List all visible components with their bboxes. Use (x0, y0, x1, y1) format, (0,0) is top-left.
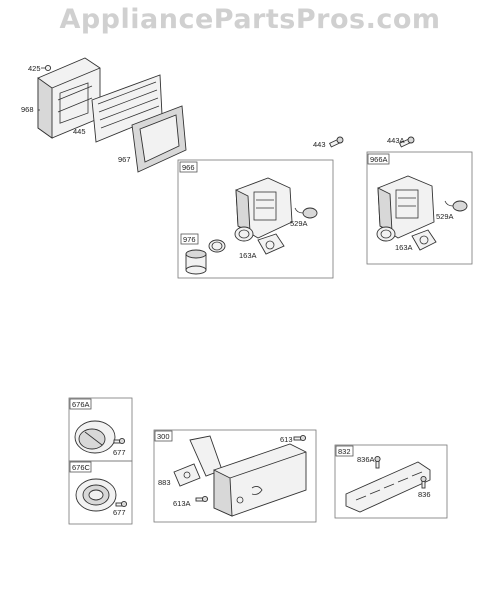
adapter-976-part[interactable] (185, 249, 207, 275)
assembly-966A-box (366, 151, 473, 265)
assembly-966-box (177, 159, 334, 279)
air-cleaner-cover-966A-part[interactable] (376, 175, 435, 242)
label-836A: 836A (357, 455, 375, 464)
air-filter-part[interactable] (91, 74, 163, 143)
tag-300: 300 (157, 432, 170, 441)
label-163A-1: 163A (239, 251, 257, 260)
pre-cleaner-part[interactable] (131, 105, 187, 173)
clamp-976-part[interactable] (208, 239, 226, 253)
label-967: 967 (118, 155, 131, 164)
label-529A-2: 529A (436, 212, 454, 221)
gasket-163A-b-part[interactable] (411, 229, 437, 251)
assembly-832-box (334, 444, 448, 519)
tag-966A: 966A (370, 155, 388, 164)
label-163A-2: 163A (395, 243, 413, 252)
gasket-883-part[interactable] (173, 463, 201, 487)
label-677-1: 677 (113, 448, 126, 457)
screw-836A-part[interactable] (374, 455, 381, 469)
label-445: 445 (73, 127, 86, 136)
tag-966: 966 (182, 163, 195, 172)
label-613A: 613A (173, 499, 191, 508)
screw-425-part[interactable] (41, 64, 52, 72)
assembly-300-box (153, 429, 317, 523)
air-cleaner-cover-966-part[interactable] (234, 177, 293, 242)
breather-tube-529A-part[interactable] (294, 207, 318, 219)
muffler-guard-832-part[interactable] (345, 461, 431, 513)
cover-676C-part[interactable] (75, 478, 117, 512)
breather-tube-529A-b-part[interactable] (444, 200, 468, 212)
assembly-676C-box (68, 460, 133, 525)
label-613: 613 (280, 435, 293, 444)
watermark-text: AppliancePartsPros.com (59, 4, 441, 35)
label-443: 443 (313, 140, 326, 149)
screw-443A-part[interactable] (399, 136, 415, 148)
screw-836-part[interactable] (420, 475, 427, 489)
tag-676A: 676A (72, 400, 90, 409)
tag-832: 832 (338, 447, 351, 456)
screw-443-part[interactable] (329, 136, 344, 148)
label-968: 968 (21, 105, 34, 114)
muffler-300-part[interactable] (189, 435, 307, 517)
label-529A-1: 529A (290, 219, 308, 228)
screw-613-part[interactable] (293, 434, 307, 442)
screw-677-b-part[interactable] (115, 500, 128, 508)
tag-676C: 676C (72, 463, 91, 472)
label-425: 425 (28, 64, 41, 73)
screw-677-part[interactable] (113, 437, 126, 445)
label-836: 836 (418, 490, 431, 499)
tag-976: 976 (183, 235, 196, 244)
label-883: 883 (158, 478, 171, 487)
label-677-2: 677 (113, 508, 126, 517)
screw-613A-part[interactable] (195, 495, 209, 503)
label-443A: 443A (387, 136, 405, 145)
cover-676A-part[interactable] (74, 420, 116, 454)
gasket-163A-part[interactable] (257, 233, 285, 255)
